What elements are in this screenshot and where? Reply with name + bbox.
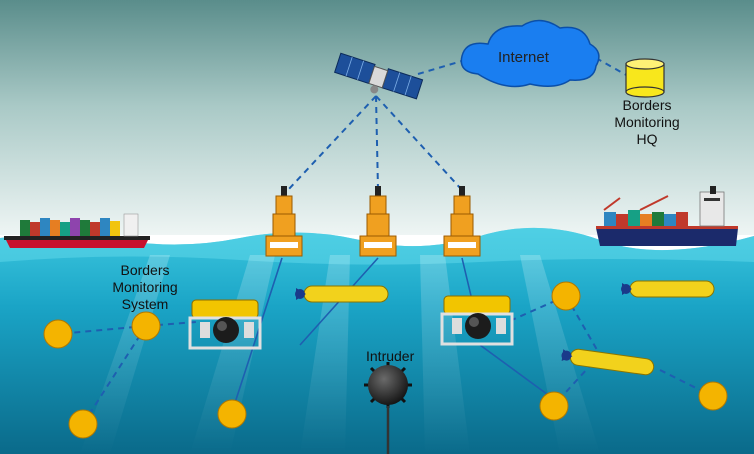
auv-3-icon	[561, 348, 655, 376]
hq-label-line: Borders	[622, 97, 672, 113]
cargo-ship-right-icon	[596, 186, 738, 246]
sensor-node	[539, 391, 569, 421]
rov-right-icon	[440, 295, 514, 346]
hq-label-line: Monitoring	[614, 114, 680, 131]
satellite-icon	[334, 52, 424, 100]
auv-2-icon	[621, 280, 715, 298]
sensor-node	[698, 381, 728, 411]
sensor-node	[217, 399, 247, 429]
database-icon	[625, 58, 665, 98]
intruder-label: Intruder	[366, 348, 415, 364]
monitoring-system-label-line: Borders	[120, 262, 170, 278]
sensor-node	[68, 409, 98, 439]
internet-label: Internet	[498, 49, 549, 66]
monitoring-system-label: Borders Monitoring System	[100, 262, 190, 313]
solid-links	[231, 257, 556, 413]
buoy-middle-icon	[359, 186, 397, 257]
auv-1-icon	[295, 285, 389, 303]
sea-mine-icon	[364, 362, 412, 454]
buoy-right-icon	[443, 186, 481, 257]
sensor-nodes	[43, 281, 728, 439]
buoy-left-icon	[265, 186, 303, 257]
container-ship-left-icon	[4, 213, 150, 248]
hq-label-line: HQ	[636, 131, 658, 148]
internet-cloud-icon	[460, 19, 600, 88]
sensor-node	[131, 311, 161, 341]
hq-label: Borders Monitoring HQ	[612, 97, 682, 148]
sensor-node	[551, 281, 581, 311]
rov-left-icon	[188, 299, 262, 350]
monitoring-system-label-line: System	[121, 296, 169, 313]
monitoring-system-label-line: Monitoring	[112, 279, 178, 296]
sensor-node	[43, 319, 73, 349]
